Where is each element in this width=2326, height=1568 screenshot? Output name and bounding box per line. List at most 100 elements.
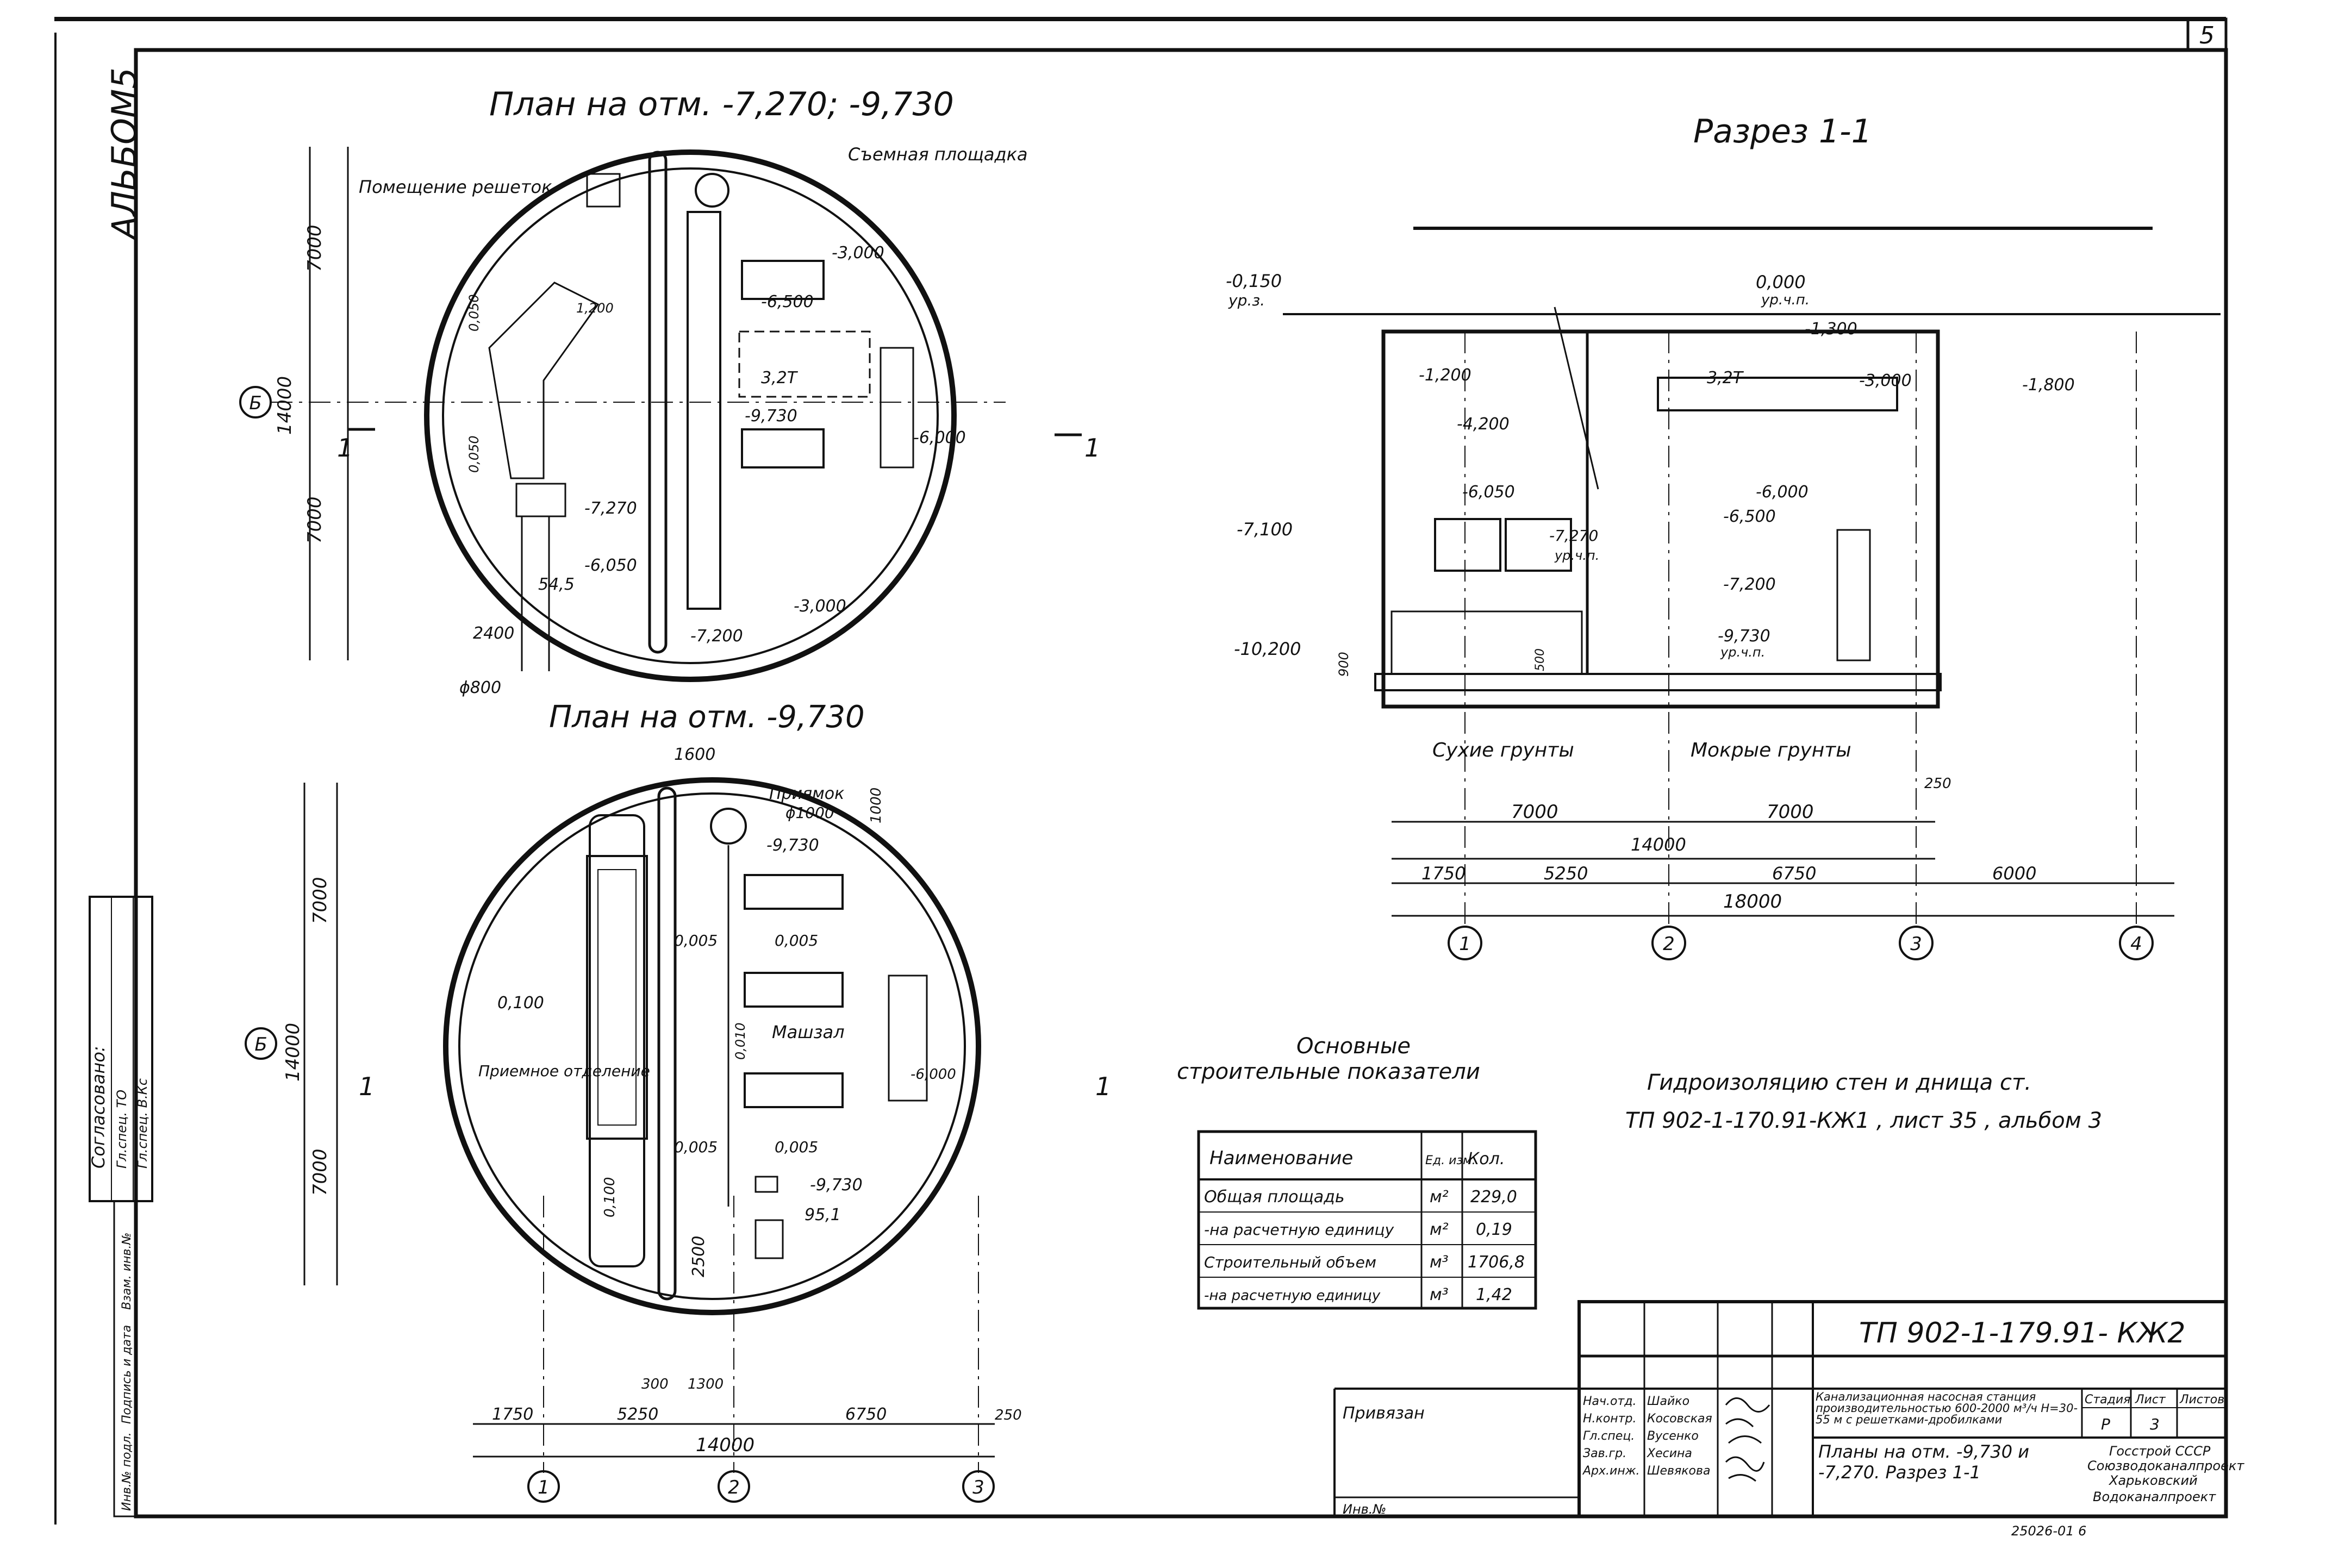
section-slab (1374, 673, 1942, 691)
sec-axis-4-label: 4 (2130, 933, 2142, 955)
section-mark-left: 1 (337, 433, 353, 463)
plan-bottom: План на отм. -9,730 Приямок ϕ1000 Приемн… (245, 699, 1111, 1503)
level-7: 0,100 (602, 1177, 618, 1217)
agreed-block: Согласовано: Гл.спец. ТО Гл.спец. В.Кс И… (88, 896, 153, 1517)
sec-axis-3-marker (1899, 926, 1934, 960)
staff-2-role: Н.контр. (1583, 1412, 1636, 1426)
sec-mark-8: 900 (1336, 652, 1351, 677)
sheet-value: 3 (2150, 1415, 2160, 1433)
section-crane (1657, 377, 1898, 411)
drawing-frame (134, 48, 2228, 1519)
staff-1-role: Нач.отд. (1583, 1395, 1637, 1408)
plan-top-dim-7000-a: 7000 (304, 224, 326, 272)
plan-top-axis-b: Б (249, 392, 261, 414)
plan-bottom-axis-b-marker (245, 1027, 277, 1060)
sec-mark-5: -6,050 (1462, 483, 1515, 502)
sec-dim-18000: 18000 (1723, 891, 1782, 913)
waterproof-note-line2: ТП 902-1-170.91-КЖ1 , лист 35 , альбом 3 (1625, 1108, 2102, 1133)
plan-bottom-inner-wall (458, 792, 966, 1300)
section-mark-bottom-right: 1 (1095, 1072, 1111, 1101)
indicators-title-2: строительные показатели (1177, 1059, 1480, 1084)
plan-top-outer-wall (424, 149, 957, 682)
plan-top-dim-7000-b: 7000 (304, 496, 326, 544)
title-block: ТП 902-1-179.91- КЖ2 Привязан Инв.№ Нач.… (1333, 1300, 2244, 1518)
ind-head-qty: Кол. (1468, 1150, 1505, 1169)
dim-5250: 5250 (617, 1405, 658, 1424)
agreed-row-1: Гл.спец. ТО (114, 1090, 129, 1169)
plan-top-manhole (695, 173, 729, 208)
sec-dim-1750: 1750 (1421, 863, 1466, 884)
sec-dim-250: 250 (1924, 776, 1951, 792)
section-shell (1381, 329, 1940, 709)
drain-pit (754, 1176, 778, 1193)
sec-mark-7: -10,200 (1234, 639, 1301, 659)
sheet-desc-box: Планы на отм. -9,730 и -7,270. Разрез 1-… (1818, 1441, 2029, 1483)
staff-2-name: Косовская (1647, 1412, 1712, 1426)
sec-mark-c7: -7,270 (1549, 527, 1598, 545)
sheet-number: 5 (2199, 22, 2215, 49)
plan-top-level-a: 0,050 (466, 294, 482, 332)
indicators-table-frame (1197, 1130, 1537, 1310)
section-equip-b (1505, 518, 1572, 572)
level-4: 0,010 (733, 1022, 748, 1060)
level-2: 0,005 (674, 932, 718, 949)
plan-top-level-b: 0,050 (466, 435, 482, 473)
pump-2 (744, 972, 844, 1008)
mark-top-4: -6,000 (913, 428, 966, 447)
axis-3-label: 3 (972, 1477, 984, 1498)
sec-mark-c4: -3,000 (1859, 371, 1912, 390)
soil-dry: Сухие грунты (1432, 739, 1574, 761)
dim-250: 250 (995, 1407, 1022, 1423)
section-equip-a (1434, 518, 1501, 572)
sec-mark-4: -4,200 (1457, 415, 1510, 434)
plan-top: План на отм. -7,270; -9,730 Помещение ре… (239, 85, 1100, 697)
ind-r2-name: -на расчетную единицу (1204, 1221, 1394, 1239)
axis-1-marker (527, 1470, 560, 1503)
ind-r4-unit: м³ (1430, 1285, 1449, 1304)
pit-dia: ϕ1000 (785, 804, 834, 822)
ind-head-name: Наименование (1209, 1147, 1353, 1169)
platform-label: Съемная площадка (848, 144, 1028, 165)
ind-r2-unit: м² (1430, 1220, 1449, 1239)
pump-1 (744, 874, 844, 910)
sec-mark-c1: 0,000 (1756, 272, 1806, 292)
sec-dim-7000-a: 7000 (1511, 801, 1558, 823)
sec-dim-6750: 6750 (1772, 863, 1816, 884)
pump-3 (744, 1072, 844, 1108)
sec-axis-3-label: 3 (1910, 933, 1922, 955)
plan-top-dim-545: 54,5 (538, 575, 575, 594)
staff-3-name: Вусенко (1647, 1429, 1699, 1443)
section-pump (1836, 529, 1871, 661)
mark-top-8: -7,200 (690, 627, 743, 646)
room-grates-label: Помещение решеток (359, 177, 552, 197)
sheet-number-box (2186, 17, 2228, 52)
plan-bottom-wall-left (589, 814, 645, 1267)
sec-mark-c9: -7,200 (1723, 575, 1776, 594)
section-ladder (1554, 307, 1599, 490)
sec-mark-c3: -1,300 (1805, 320, 1857, 339)
sec-crane-capacity: 3,2Т (1707, 368, 1744, 388)
staff-3-role: Гл.спец. (1583, 1429, 1635, 1443)
plan-top-level-c: 1,200 (576, 301, 614, 316)
dim-total-14000: 14000 (696, 1434, 754, 1456)
soil-wet: Мокрые грунты (1691, 739, 1851, 761)
sec-mark-c14: 500 (1533, 648, 1547, 671)
section-mark-bottom-left: 1 (359, 1072, 375, 1101)
sec-mark-c5: -6,000 (1756, 483, 1809, 502)
plan-bottom-dim-2500: 2500 (689, 1236, 708, 1277)
plan-top-pump-2 (741, 428, 825, 468)
plan-bottom-dim-7000-a: 7000 (309, 877, 331, 924)
staff-4-name: Хесина (1647, 1447, 1692, 1460)
plan-top-stair (880, 347, 914, 468)
album-label: АЛЬБОМ5 (104, 67, 144, 241)
staff-1-name: Шайко (1647, 1395, 1689, 1408)
stage-header: Стадия (2085, 1393, 2130, 1407)
section-title: Разрез 1-1 (1693, 113, 1872, 151)
stage-value: Р (2101, 1415, 2110, 1433)
ind-r2-qty: 0,19 (1476, 1220, 1512, 1239)
mark-bottom-2: -9,730 (810, 1176, 863, 1195)
plan-top-screen-channel (488, 282, 600, 479)
plan-bottom-dim-7000-b: 7000 (309, 1148, 331, 1196)
plan-top-channel (687, 211, 721, 610)
plan-top-dim-14000: 14000 (274, 376, 296, 435)
